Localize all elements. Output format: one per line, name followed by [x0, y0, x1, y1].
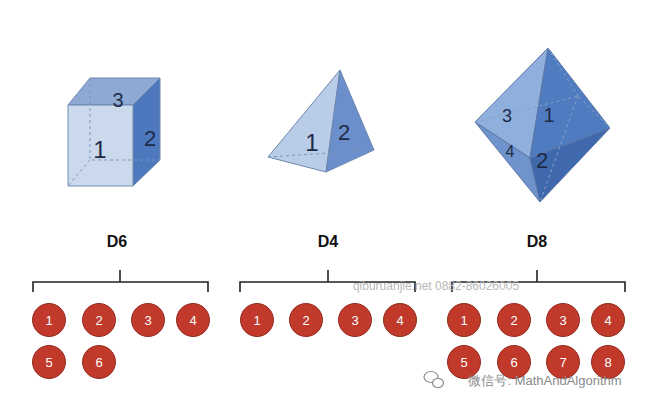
face-number: 4: [506, 144, 515, 160]
node-number: 3: [351, 314, 358, 327]
face-number: 1: [93, 138, 106, 162]
number-circle: 6: [82, 345, 116, 379]
cube-d6: [68, 78, 160, 186]
node-number: 7: [559, 356, 566, 369]
node-number: 6: [510, 356, 517, 369]
number-circle: 2: [82, 303, 116, 337]
dice-name: D8: [527, 234, 547, 250]
watermark: qiburuanjie.net 0882-86026005: [353, 280, 519, 292]
node-number: 1: [253, 314, 260, 327]
node-number: 6: [95, 356, 102, 369]
face-number: 1: [543, 105, 554, 125]
node-number: 3: [559, 314, 566, 327]
face-number: 3: [112, 90, 123, 110]
node-number: 3: [144, 314, 151, 327]
node-number: 5: [45, 356, 52, 369]
number-circle: 5: [32, 345, 66, 379]
node-number: 8: [604, 356, 611, 369]
number-circle: 1: [447, 303, 481, 337]
node-number: 5: [460, 356, 467, 369]
number-circle: 4: [383, 303, 417, 337]
node-number: 1: [460, 314, 467, 327]
face-number: 2: [536, 150, 548, 172]
node-number: 4: [604, 314, 611, 327]
number-circle: 3: [338, 303, 372, 337]
tetrahedron-d4: [268, 70, 374, 172]
number-circle: 2: [289, 303, 323, 337]
watermark: 微信号: MathAndAlgorithm: [468, 374, 621, 387]
number-circle: 3: [546, 303, 580, 337]
face-number: 2: [338, 122, 350, 144]
node-number: 2: [510, 314, 517, 327]
node-number: 2: [95, 314, 102, 327]
dice-name: D6: [107, 234, 127, 250]
node-number: 4: [189, 314, 196, 327]
number-circle: 2: [497, 303, 531, 337]
wechat-icon: [424, 372, 444, 388]
dice-name: D4: [318, 234, 338, 250]
node-number: 1: [45, 314, 52, 327]
node-number: 2: [302, 314, 309, 327]
number-circle: 4: [591, 303, 625, 337]
face-number: 3: [502, 107, 512, 125]
node-number: 4: [396, 314, 403, 327]
number-circle: 4: [176, 303, 210, 337]
octahedron-d8: [475, 48, 610, 202]
face-number: 1: [305, 131, 318, 155]
bracket: [33, 270, 625, 292]
number-circle: 1: [32, 303, 66, 337]
face-number: 2: [144, 128, 156, 150]
number-circle: 3: [131, 303, 165, 337]
number-circle: 1: [240, 303, 274, 337]
